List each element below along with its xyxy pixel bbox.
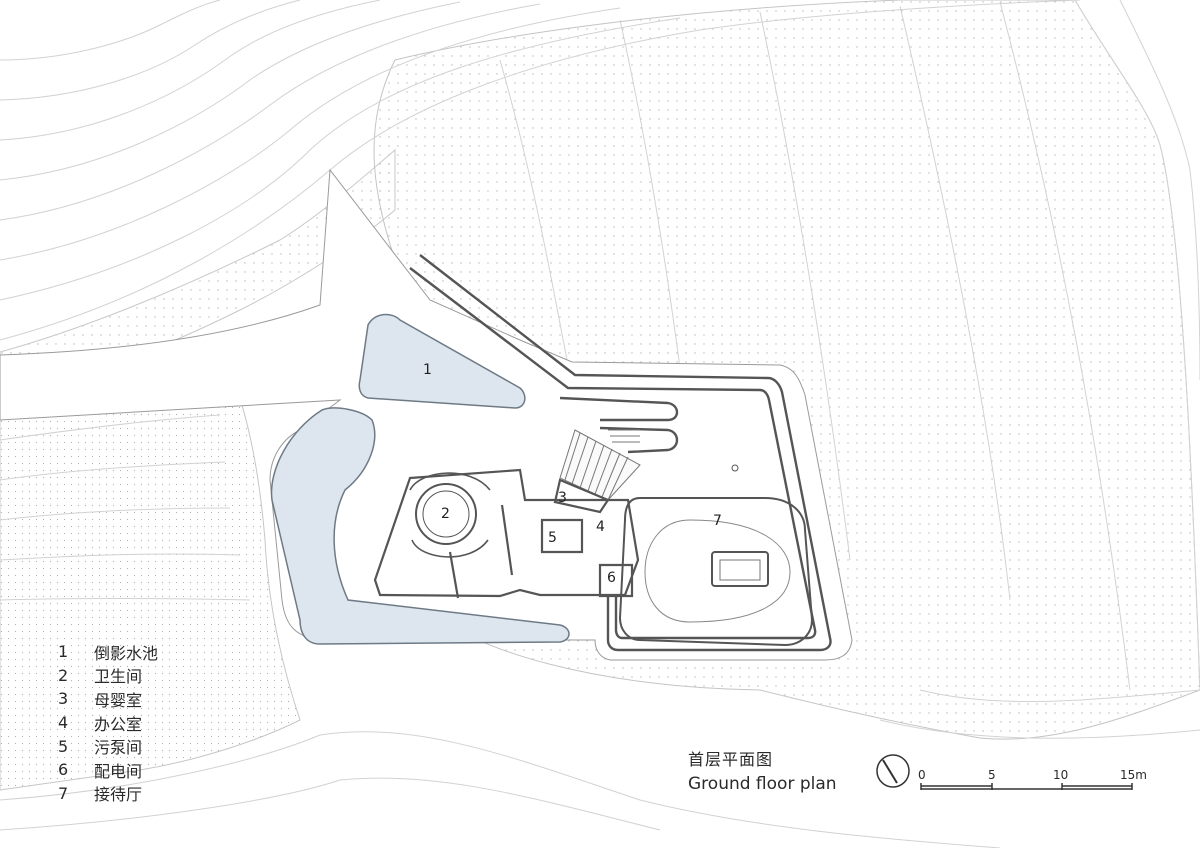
room-label-3: 3 — [558, 490, 567, 506]
scale-label-0: 0 — [918, 768, 926, 782]
legend-label: 母婴室 — [94, 690, 143, 710]
legend-label: 接待厅 — [94, 785, 143, 805]
legend-label: 倒影水池 — [94, 643, 159, 663]
reception-hall — [618, 464, 814, 647]
building-walls — [373, 468, 640, 599]
scale-bar — [920, 783, 1133, 790]
legend-label: 配电间 — [94, 761, 143, 781]
room-label-5: 5 — [548, 530, 557, 546]
legend-label: 办公室 — [94, 714, 143, 734]
title-chinese: 首层平面图 — [688, 750, 774, 769]
reflecting-pool-west — [270, 407, 570, 645]
legend-label: 卫生间 — [94, 667, 143, 687]
room-label-4: 4 — [596, 519, 605, 535]
north-arrow — [876, 754, 910, 788]
scale-label-5: 5 — [988, 768, 996, 782]
legend-number: 3 — [58, 689, 69, 709]
legend-number: 2 — [58, 665, 69, 685]
legend-number: 7 — [58, 783, 69, 803]
scale-label-15m: 15m — [1120, 768, 1147, 782]
scale-label-10: 10 — [1053, 768, 1069, 782]
legend-number: 6 — [58, 760, 69, 780]
restroom-core — [409, 472, 491, 558]
room-label-7: 7 — [713, 513, 722, 529]
legend-item: 2 卫生间 — [58, 664, 158, 688]
reflecting-pool-north — [358, 313, 526, 409]
legend-item: 3 母婴室 — [58, 687, 158, 711]
title-english: Ground floor plan — [688, 774, 837, 794]
legend-item: 7 接待厅 — [58, 782, 158, 806]
drawing-title: 首层平面图 Ground floor plan — [688, 748, 837, 796]
room-label-6: 6 — [607, 570, 616, 586]
legend-item: 6 配电间 — [58, 758, 158, 782]
room-legend: 1 倒影水池 2 卫生间 3 母婴室 4 办公室 5 污泵间 6 配电间 7 接… — [58, 640, 158, 805]
legend-number: 1 — [58, 642, 69, 662]
legend-item: 5 污泵间 — [58, 734, 158, 758]
entry-stairs — [559, 429, 641, 501]
legend-number: 5 — [58, 736, 69, 756]
legend-item: 4 办公室 — [58, 711, 158, 735]
legend-item: 1 倒影水池 — [58, 640, 158, 664]
approach-ramp — [409, 254, 832, 652]
legend-number: 4 — [58, 713, 69, 733]
legend-label: 污泵间 — [94, 738, 143, 758]
room-label-1: 1 — [423, 362, 432, 378]
room-label-2: 2 — [441, 506, 450, 522]
